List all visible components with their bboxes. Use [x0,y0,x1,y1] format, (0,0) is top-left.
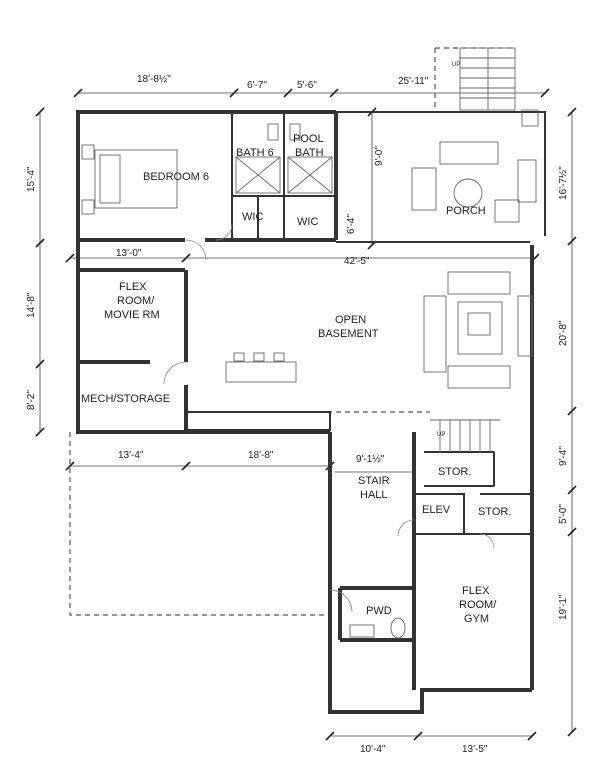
dimension-lines [35,88,577,741]
stairs-lower [430,419,500,452]
dim-bottom-gym: 13'-5" [462,744,488,755]
label-elev: ELEV [422,504,451,516]
label-bath6: BATH 6 [236,147,274,159]
dim-right-gym: 19'-1" [558,594,569,620]
label-wic-2: WIC [297,216,318,228]
label-bedroom6: BEDROOM 6 [143,171,209,183]
dim-stair-hall: 9'-1½" [356,454,385,465]
label-wic-1: WIC [242,211,263,223]
dim-right-stair: 9'-4" [558,446,569,466]
dim-top-bath: 6'-7" [247,80,267,91]
label-poolbath-1: POOL [293,133,324,145]
dim-right-stor: 5'-0" [558,504,569,524]
label-mech-storage: MECH/STORAGE [81,393,170,405]
label-flex-movie-3: MOVIE RM [104,309,160,321]
stair-up-label-bottom: UP [437,432,445,438]
dim-right-porch: 16'-7½" [558,166,569,200]
dim-top-porch: 25'-11" [398,76,429,87]
label-stair-hall-2: HALL [360,489,388,501]
room-labels: BEDROOM 6 BATH 6 POOL BATH WIC WIC PORCH… [81,133,511,625]
door-swings [163,223,495,613]
label-open-basement-2: BASEMENT [318,328,379,340]
dim-left-mech: 8'-2" [26,390,37,410]
basement-furniture [225,271,533,389]
label-stair-hall-1: STAIR [358,475,390,487]
label-stor-1: STOR. [438,466,471,478]
label-flex-gym-1: FLEX [462,585,490,597]
label-poolbath-2: BATH [295,147,324,159]
bedroom-furniture [81,144,178,215]
bath-fixtures [235,123,333,194]
dim-left-flex: 14'-8" [26,292,37,318]
dimension-labels: 18'-8½" 6'-7" 5'-6" 25'-11" 15'-4" 14'-8… [26,74,569,755]
porch-furniture [411,141,537,223]
dim-wic-width: 6'-4" [346,214,357,234]
dim-bottom-pwd: 10'-4" [360,744,386,755]
label-flex-gym-3: GYM [464,613,489,625]
dim-porch-depth: 9'-0" [374,146,385,166]
pwd-fixtures [349,617,406,639]
dim-right-basement: 20'-8" [558,320,569,346]
dim-top-bedroom: 18'-8½" [137,74,171,85]
dim-left-bedroom: 15'-4" [26,166,37,192]
label-flex-movie-2: ROOM/ [117,295,155,307]
label-stor-2: STOR. [478,506,511,518]
dim-flex-width: 13'-0" [116,248,142,259]
dim-basement-width: 42'-5" [344,256,370,267]
dim-lower-mid: 18'-8" [248,450,274,461]
dim-lower-left: 13'-4" [118,450,144,461]
stair-up-label-top: UP [452,62,460,68]
stairs-upper [459,47,539,127]
dim-top-poolbath: 5'-6" [297,80,317,91]
label-open-basement-1: OPEN [335,314,366,326]
label-porch: PORCH [446,205,486,217]
label-pwd: PWD [366,605,392,617]
label-flex-movie-1: FLEX [119,281,147,293]
label-flex-gym-2: ROOM/ [459,599,497,611]
